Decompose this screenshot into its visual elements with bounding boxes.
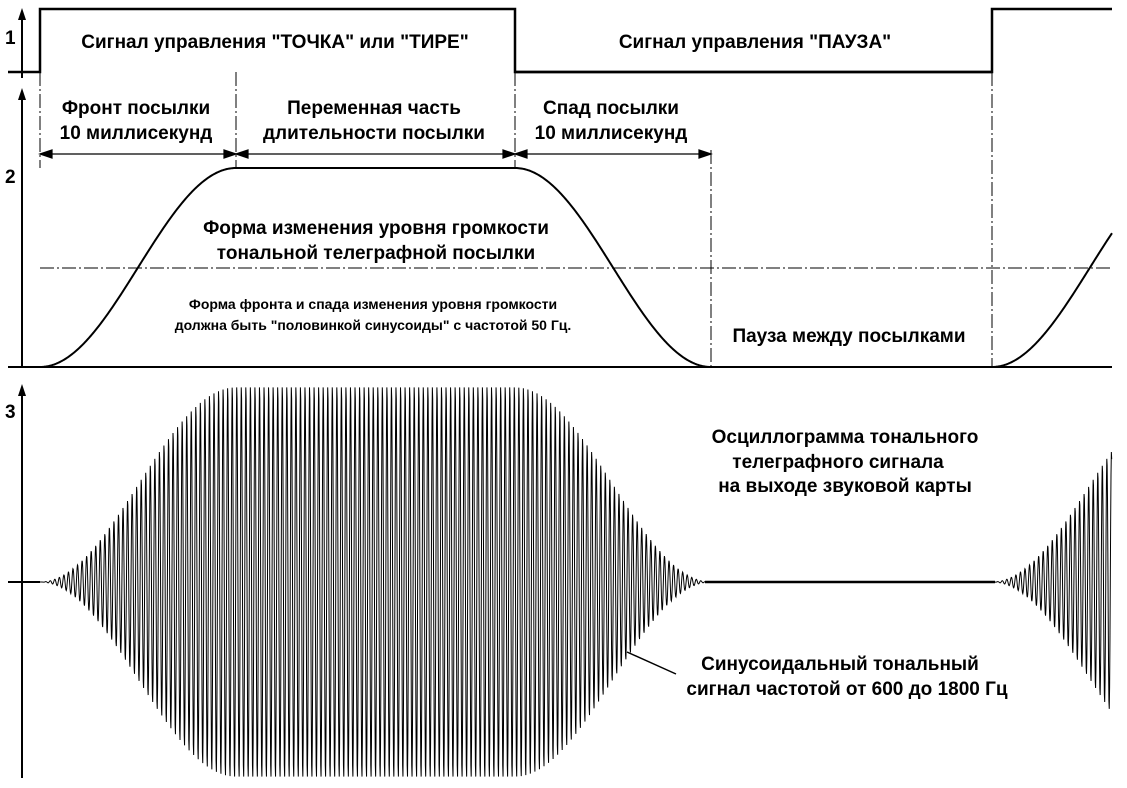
front-label-line2: 10 миллисекунд <box>60 123 213 144</box>
row3-axis-number: 3 <box>5 402 16 423</box>
control-pause-label: Сигнал управления "ПАУЗА" <box>619 32 891 53</box>
variable-label-line1: Переменная часть <box>287 98 461 119</box>
row1-axis-number: 1 <box>5 28 16 49</box>
front-label-line1: Фронт посылки <box>62 98 210 119</box>
sine-label-leader <box>626 651 677 675</box>
oscillogram-waveform <box>40 387 711 777</box>
row2-envelope: 2 Фронт посылки 10 миллисекунд Переменна… <box>5 88 1113 368</box>
front-arrow-left <box>38 149 53 159</box>
row2-axis-number: 2 <box>5 167 16 188</box>
envelope-curve <box>39 167 712 368</box>
row3-axis-arrow <box>18 384 26 396</box>
variable-arrow-right <box>502 149 517 159</box>
osc-title-line3: на выходе звуковой карты <box>718 476 972 497</box>
decay-arrow-left <box>513 149 528 159</box>
row2-axis-arrow <box>18 88 26 100</box>
timing-guide-lines <box>39 72 1112 366</box>
variable-label-line2: длительности посылки <box>263 123 485 144</box>
oscillogram-next-waveform <box>992 452 1113 709</box>
row1-control-pulse <box>8 7 1112 74</box>
sine-label-line2: сигнал частотой от 600 до 1800 Гц <box>686 679 1007 700</box>
row1-axis-arrow <box>18 8 26 20</box>
envelope-next-curve <box>991 232 1113 368</box>
variable-arrow-left <box>234 149 249 159</box>
osc-title-line1: Осциллограмма тонального <box>712 427 979 448</box>
dimension-arrows <box>38 149 713 159</box>
sine-label-line1: Синусоидальный тональный <box>701 654 979 675</box>
osc-title-line2: телеграфного сигнала <box>732 452 944 473</box>
row1-control-signal: 1 Сигнал управления "ТОЧКА" или "ТИРЕ" С… <box>5 7 1112 78</box>
row3-oscillogram: 3 Осциллограмма тонального телеграфного … <box>5 384 1113 778</box>
note-line1: Форма фронта и спада изменения уровня гр… <box>189 296 557 312</box>
control-mark-label: Сигнал управления "ТОЧКА" или "ТИРЕ" <box>81 32 468 53</box>
note-line2: должна быть "половинкой синусоиды" с час… <box>175 317 572 333</box>
pause-label: Пауза между посылками <box>732 326 965 347</box>
decay-label-line1: Спад посылки <box>543 98 679 119</box>
envelope-title-line1: Форма изменения уровня громкости <box>203 218 549 239</box>
decay-label-line2: 10 миллисекунд <box>535 123 688 144</box>
decay-arrow-right <box>698 149 713 159</box>
envelope-title-line2: тональной телеграфной посылки <box>217 243 535 264</box>
front-arrow-right <box>223 149 238 159</box>
